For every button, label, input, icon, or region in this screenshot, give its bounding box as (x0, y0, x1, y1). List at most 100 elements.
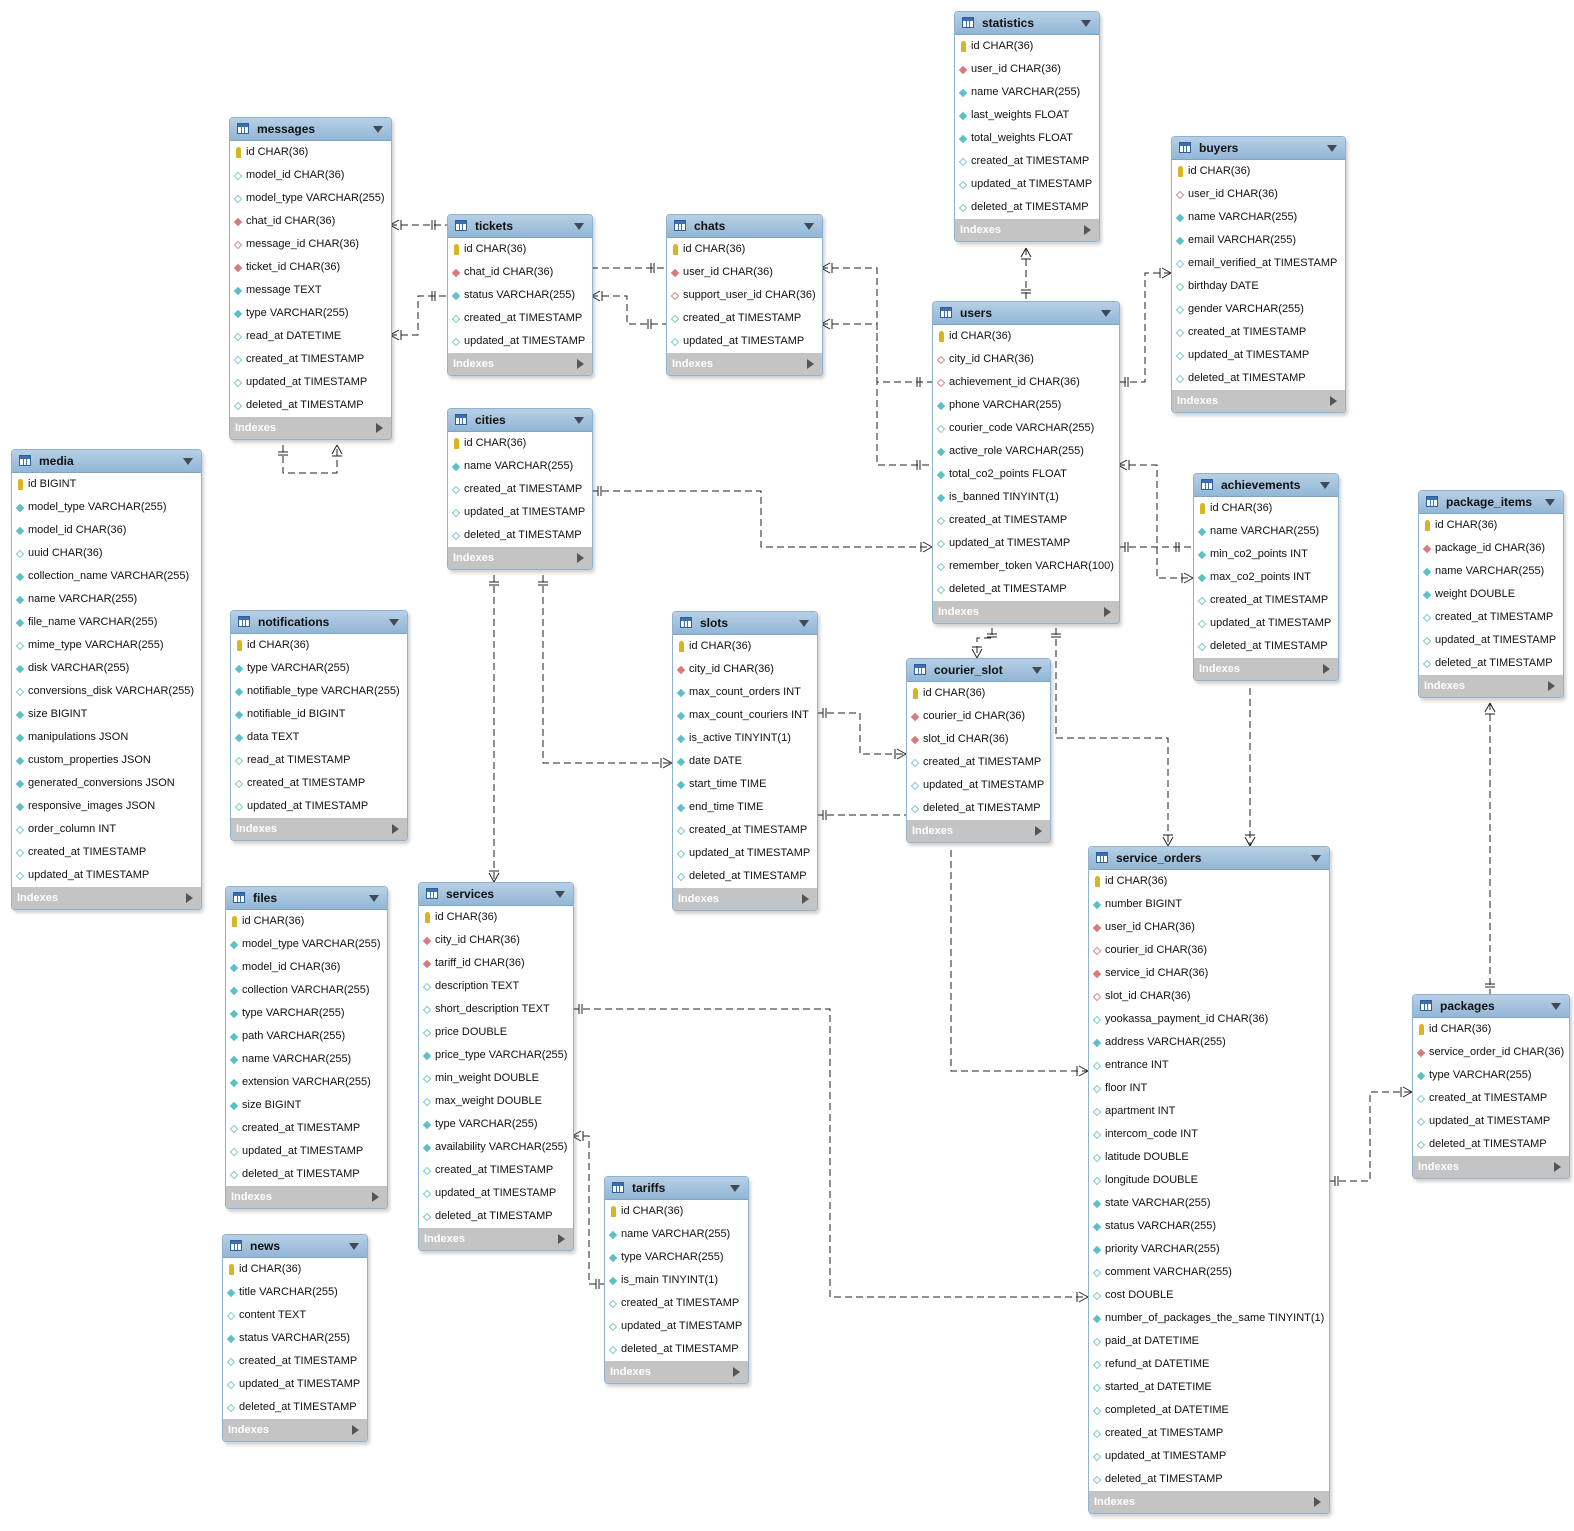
column-row[interactable]: last_weights FLOAT (955, 104, 1099, 127)
column-row[interactable]: name VARCHAR(255) (1172, 206, 1345, 229)
table-header[interactable]: chats (667, 215, 822, 238)
column-row[interactable]: id CHAR(36) (230, 141, 391, 164)
column-row[interactable]: id CHAR(36) (667, 238, 822, 261)
column-row[interactable]: conversions_disk VARCHAR(255) (12, 680, 201, 703)
column-row[interactable]: deleted_at TIMESTAMP (448, 524, 592, 547)
column-row[interactable]: tariff_id CHAR(36) (419, 952, 573, 975)
chevron-down-icon[interactable] (369, 895, 379, 902)
indexes-bar[interactable]: Indexes (667, 353, 822, 375)
column-row[interactable]: id CHAR(36) (223, 1258, 367, 1281)
chevron-down-icon[interactable] (183, 458, 193, 465)
column-row[interactable]: comment VARCHAR(255) (1089, 1261, 1329, 1284)
indexes-bar[interactable]: Indexes (955, 219, 1099, 241)
column-row[interactable]: name VARCHAR(255) (605, 1223, 748, 1246)
chevron-right-icon[interactable] (1330, 396, 1337, 406)
column-row[interactable]: created_at TIMESTAMP (448, 478, 592, 501)
column-row[interactable]: deleted_at TIMESTAMP (419, 1205, 573, 1228)
column-row[interactable]: number_of_packages_the_same TINYINT(1) (1089, 1307, 1329, 1330)
chevron-down-icon[interactable] (730, 1185, 740, 1192)
chevron-right-icon[interactable] (372, 1192, 379, 1202)
column-row[interactable]: size BIGINT (226, 1094, 387, 1117)
table-header[interactable]: service_orders (1089, 847, 1329, 870)
indexes-bar[interactable]: Indexes (605, 1361, 748, 1383)
column-row[interactable]: number BIGINT (1089, 893, 1329, 916)
column-row[interactable]: deleted_at TIMESTAMP (223, 1396, 367, 1419)
chevron-right-icon[interactable] (186, 893, 193, 903)
column-row[interactable]: user_id CHAR(36) (1089, 916, 1329, 939)
chevron-right-icon[interactable] (392, 824, 399, 834)
column-row[interactable]: user_id CHAR(36) (1172, 183, 1345, 206)
chevron-down-icon[interactable] (349, 1243, 359, 1250)
column-row[interactable]: is_banned TINYINT(1) (933, 486, 1119, 509)
column-row[interactable]: created_at TIMESTAMP (605, 1292, 748, 1315)
table-header[interactable]: cities (448, 409, 592, 432)
column-row[interactable]: updated_at TIMESTAMP (12, 864, 201, 887)
column-row[interactable]: deleted_at TIMESTAMP (230, 394, 391, 417)
column-row[interactable]: phone VARCHAR(255) (933, 394, 1119, 417)
column-row[interactable]: created_at TIMESTAMP (933, 509, 1119, 532)
table-header[interactable]: statistics (955, 12, 1099, 35)
column-row[interactable]: created_at TIMESTAMP (419, 1159, 573, 1182)
column-row[interactable]: updated_at TIMESTAMP (223, 1373, 367, 1396)
chevron-right-icon[interactable] (802, 894, 809, 904)
column-row[interactable]: paid_at DATETIME (1089, 1330, 1329, 1353)
column-row[interactable]: deleted_at TIMESTAMP (907, 797, 1050, 820)
chevron-right-icon[interactable] (577, 553, 584, 563)
chevron-down-icon[interactable] (373, 126, 383, 133)
chevron-down-icon[interactable] (1551, 1003, 1561, 1010)
chevron-right-icon[interactable] (577, 359, 584, 369)
column-row[interactable]: city_id CHAR(36) (419, 929, 573, 952)
indexes-bar[interactable]: Indexes (1089, 1491, 1329, 1513)
column-row[interactable]: min_weight DOUBLE (419, 1067, 573, 1090)
column-row[interactable]: generated_conversions JSON (12, 772, 201, 795)
column-row[interactable]: deleted_at TIMESTAMP (673, 865, 817, 888)
column-row[interactable]: state VARCHAR(255) (1089, 1192, 1329, 1215)
indexes-bar[interactable]: Indexes (226, 1186, 387, 1208)
column-row[interactable]: created_at TIMESTAMP (673, 819, 817, 842)
column-row[interactable]: deleted_at TIMESTAMP (933, 578, 1119, 601)
column-row[interactable]: deleted_at TIMESTAMP (605, 1338, 748, 1361)
column-row[interactable]: chat_id CHAR(36) (230, 210, 391, 233)
table-header[interactable]: files (226, 887, 387, 910)
indexes-bar[interactable]: Indexes (448, 353, 592, 375)
column-row[interactable]: data TEXT (231, 726, 407, 749)
column-row[interactable]: uuid CHAR(36) (12, 542, 201, 565)
column-row[interactable]: id CHAR(36) (231, 634, 407, 657)
column-row[interactable]: manipulations JSON (12, 726, 201, 749)
column-row[interactable]: user_id CHAR(36) (955, 58, 1099, 81)
indexes-bar[interactable]: Indexes (12, 887, 201, 909)
column-row[interactable]: type VARCHAR(255) (231, 657, 407, 680)
column-row[interactable]: updated_at TIMESTAMP (667, 330, 822, 353)
column-row[interactable]: id CHAR(36) (673, 635, 817, 658)
column-row[interactable]: updated_at TIMESTAMP (955, 173, 1099, 196)
column-row[interactable]: message_id CHAR(36) (230, 233, 391, 256)
chevron-down-icon[interactable] (1327, 145, 1337, 152)
column-row[interactable]: size BIGINT (12, 703, 201, 726)
column-row[interactable]: yookassa_payment_id CHAR(36) (1089, 1008, 1329, 1031)
table-header[interactable]: users (933, 302, 1119, 325)
column-row[interactable]: is_main TINYINT(1) (605, 1269, 748, 1292)
column-row[interactable]: id CHAR(36) (419, 906, 573, 929)
chevron-down-icon[interactable] (1032, 667, 1042, 674)
chevron-down-icon[interactable] (389, 619, 399, 626)
column-row[interactable]: priority VARCHAR(255) (1089, 1238, 1329, 1261)
column-row[interactable]: type VARCHAR(255) (1413, 1064, 1569, 1087)
column-row[interactable]: id CHAR(36) (1419, 514, 1563, 537)
column-row[interactable]: max_count_orders INT (673, 681, 817, 704)
column-row[interactable]: deleted_at TIMESTAMP (226, 1163, 387, 1186)
table-header[interactable]: achievements (1194, 474, 1338, 497)
column-row[interactable]: title VARCHAR(255) (223, 1281, 367, 1304)
table-header[interactable]: package_items (1419, 491, 1563, 514)
column-row[interactable]: gender VARCHAR(255) (1172, 298, 1345, 321)
column-row[interactable]: model_type VARCHAR(255) (230, 187, 391, 210)
column-row[interactable]: updated_at TIMESTAMP (1413, 1110, 1569, 1133)
column-row[interactable]: status VARCHAR(255) (223, 1327, 367, 1350)
column-row[interactable]: created_at TIMESTAMP (12, 841, 201, 864)
chevron-right-icon[interactable] (1035, 826, 1042, 836)
column-row[interactable]: model_id CHAR(36) (230, 164, 391, 187)
